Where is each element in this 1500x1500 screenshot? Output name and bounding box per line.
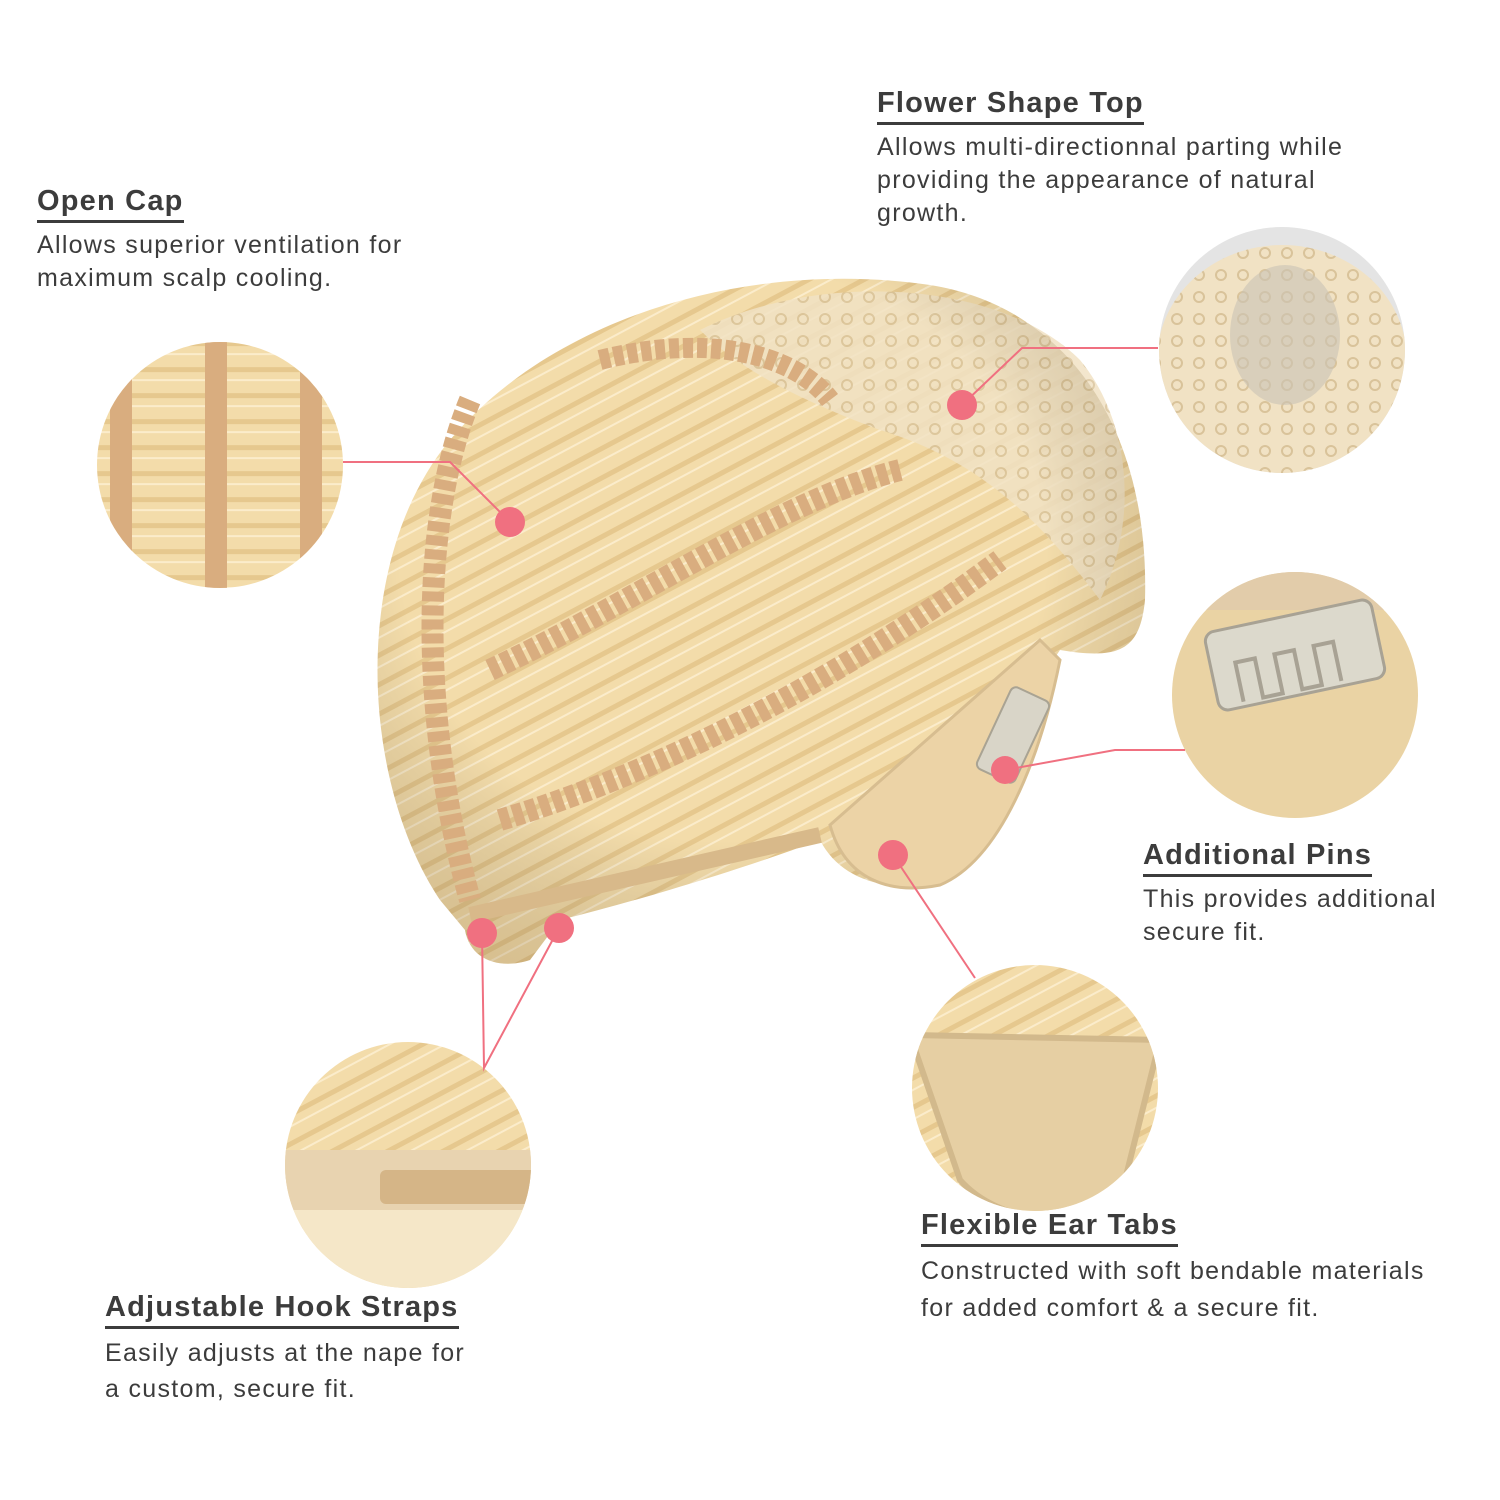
hook-strap-marker xyxy=(544,913,574,943)
feature-additional-pins: Additional Pins This provides additional… xyxy=(1143,838,1437,949)
flexible-ear-tabs-marker xyxy=(878,840,908,870)
feature-title: Flower Shape Top xyxy=(877,86,1144,125)
feature-open-cap: Open Cap Allows superior ventilation for… xyxy=(37,184,402,295)
feature-title: Additional Pins xyxy=(1143,838,1373,877)
flexible-ear-tabs-detail-image xyxy=(912,965,1158,1211)
feature-flexible-ear-tabs: Flexible Ear Tabs Constructed with soft … xyxy=(921,1208,1425,1327)
callout-lines xyxy=(343,347,1185,1072)
feature-title: Open Cap xyxy=(37,184,184,223)
feature-adjustable-hook-straps: Adjustable Hook Straps Easily adjusts at… xyxy=(105,1290,465,1407)
feature-title: Flexible Ear Tabs xyxy=(921,1208,1178,1247)
adjustable-hook-straps-detail-image xyxy=(285,1042,531,1288)
hook-strap-marker xyxy=(467,918,497,948)
feature-description: Constructed with soft bendable materials… xyxy=(921,1257,1425,1322)
feature-flower-shape-top: Flower Shape Top Allows multi-directionn… xyxy=(877,86,1343,230)
flower-shape-top-marker xyxy=(947,390,977,420)
open-cap-marker xyxy=(495,507,525,537)
additional-pins-detail-image xyxy=(1172,572,1418,818)
flower-shape-top-detail-image xyxy=(1159,227,1405,473)
additional-pins-marker xyxy=(991,756,1019,784)
feature-title: Adjustable Hook Straps xyxy=(105,1290,459,1329)
callout-dots xyxy=(467,390,1019,948)
open-cap-detail-image xyxy=(97,342,343,588)
wig-cap xyxy=(377,278,1146,964)
